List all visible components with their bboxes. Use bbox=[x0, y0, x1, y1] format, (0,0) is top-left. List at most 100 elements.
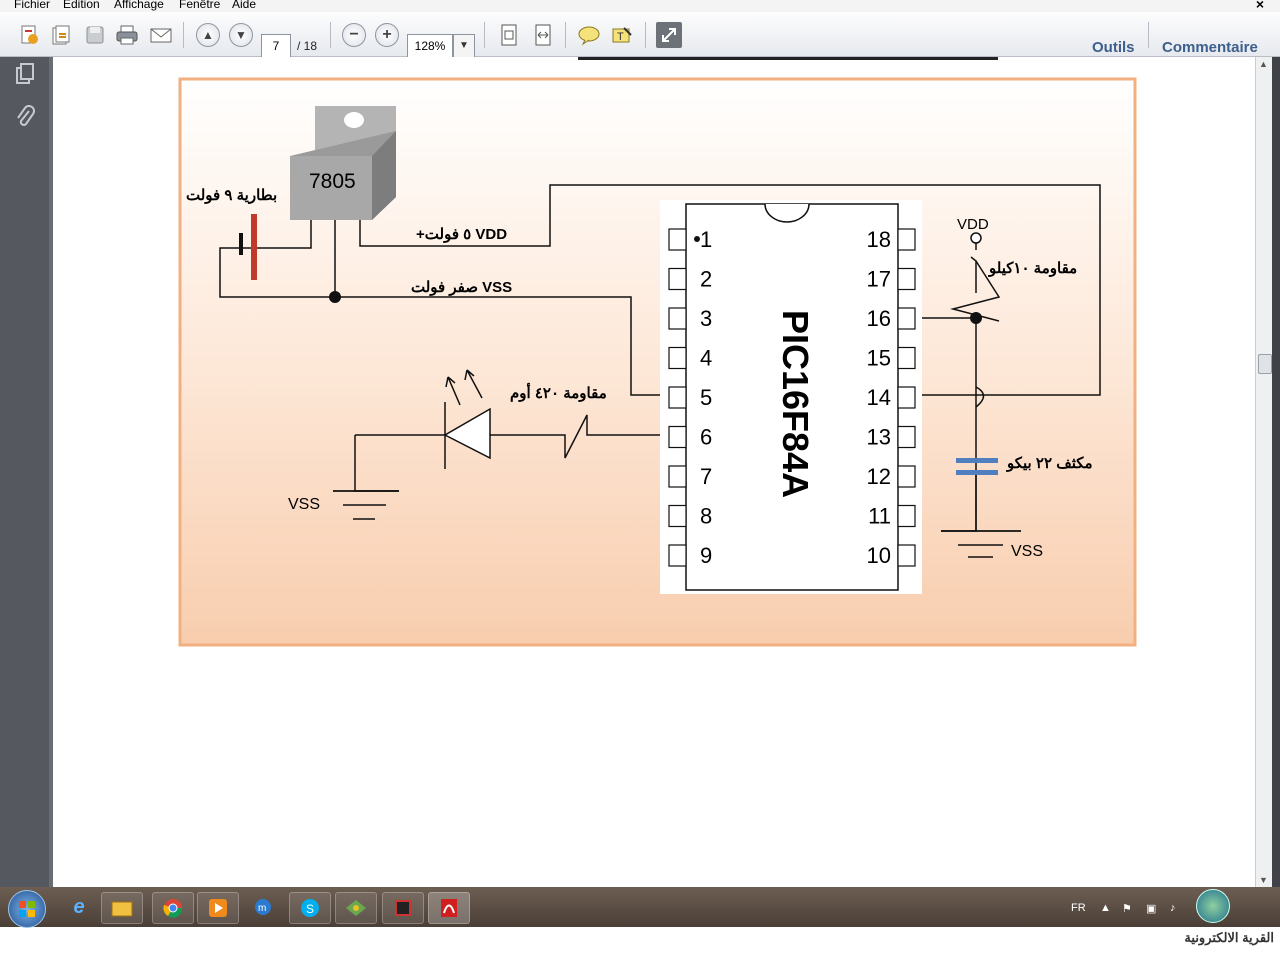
email-icon[interactable] bbox=[148, 22, 174, 48]
network-icon[interactable]: ▣ bbox=[1146, 903, 1157, 915]
skype-icon[interactable]: S bbox=[289, 892, 331, 924]
vdd-supply-label: +٥ فولت VDD bbox=[416, 226, 507, 243]
pic-chip: PIC16F84A bbox=[660, 200, 922, 594]
zoom-in-icon[interactable]: + bbox=[375, 23, 399, 47]
svg-text:T: T bbox=[617, 31, 624, 43]
pages-icon[interactable] bbox=[14, 63, 36, 85]
attachment-icon[interactable] bbox=[14, 105, 36, 127]
ie-icon[interactable]: e bbox=[73, 895, 85, 918]
chip-pin bbox=[668, 465, 687, 488]
toolbar-separator bbox=[183, 22, 184, 48]
vss-left-label: VSS bbox=[288, 496, 320, 513]
battery-label: بطارية ٩ فولت bbox=[186, 187, 277, 204]
save-icon[interactable] bbox=[82, 22, 108, 48]
acrobat-icon[interactable] bbox=[428, 892, 470, 924]
taskbar: e m S FR ▲ ⚑ ▣ ♪ bbox=[0, 887, 1280, 928]
resistor-10k-label: مقاومة ١٠كيلو bbox=[988, 260, 1077, 277]
chip-pin-number: 13 bbox=[867, 425, 891, 450]
chrome-icon[interactable] bbox=[152, 892, 194, 924]
page-total: / 18 bbox=[297, 39, 318, 53]
led bbox=[355, 369, 491, 469]
print-icon[interactable] bbox=[114, 22, 140, 48]
svg-text:m: m bbox=[258, 903, 266, 914]
chip-pin bbox=[668, 267, 687, 291]
chip-pin bbox=[897, 504, 916, 528]
scrollbar-thumb[interactable] bbox=[1258, 354, 1272, 374]
create-pdf-icon[interactable] bbox=[16, 22, 42, 48]
toolbar-separator bbox=[330, 22, 331, 48]
chip-pin-number: 7 bbox=[700, 464, 712, 489]
chip-pin bbox=[668, 425, 687, 449]
language-indicator[interactable]: FR bbox=[1071, 902, 1086, 914]
chip-pin bbox=[668, 307, 687, 330]
chip-pin bbox=[668, 504, 687, 528]
document-viewport: 7805 bbox=[49, 57, 1259, 887]
app-chip-icon[interactable] bbox=[382, 892, 424, 924]
toolbar-separator bbox=[565, 22, 566, 48]
watermark-text: القرية الالكترونية bbox=[1184, 930, 1274, 945]
menu-affichage[interactable]: Affichage bbox=[114, 0, 164, 11]
app-icon[interactable] bbox=[335, 892, 377, 924]
zoom-input[interactable]: 128% bbox=[407, 34, 453, 58]
vertical-scrollbar[interactable]: ▲ ▼ bbox=[1255, 57, 1273, 887]
cropped-text-line bbox=[578, 57, 998, 60]
junction-dot bbox=[329, 291, 341, 303]
chip-pin bbox=[897, 228, 916, 251]
chip-pin-number: 6 bbox=[700, 425, 712, 450]
chip-pin-number: 8 bbox=[700, 504, 712, 529]
start-button[interactable] bbox=[8, 890, 46, 928]
explorer-icon[interactable] bbox=[101, 892, 143, 924]
chip-pin-number: 9 bbox=[700, 543, 712, 568]
menu-aide[interactable]: Aide bbox=[232, 0, 257, 11]
close-document-icon[interactable]: × bbox=[1255, 0, 1264, 12]
menu-fenetre[interactable]: Fenêtre bbox=[179, 0, 221, 11]
resistor-420-label: مقاومة ٤٢٠ أوم bbox=[510, 382, 607, 402]
chip-pin bbox=[897, 386, 916, 409]
fit-width-icon[interactable] bbox=[530, 22, 556, 48]
chip-pin-number: 12 bbox=[867, 464, 891, 489]
chip-pin-number: 16 bbox=[867, 306, 891, 331]
action-center-icon[interactable]: ⚑ bbox=[1122, 903, 1132, 915]
chip-pin bbox=[668, 544, 687, 567]
tools-link[interactable]: Outils bbox=[1092, 39, 1135, 56]
chip-pin bbox=[897, 346, 916, 370]
wire-crossover bbox=[975, 386, 985, 408]
zoom-out-icon[interactable]: − bbox=[342, 23, 366, 47]
fit-page-icon[interactable] bbox=[496, 22, 522, 48]
scroll-down-icon[interactable]: ▼ bbox=[1259, 875, 1268, 885]
comment-link[interactable]: Commentaire bbox=[1162, 39, 1258, 56]
toolbar-separator bbox=[1148, 22, 1149, 48]
schematic-figure: 7805 bbox=[178, 57, 1137, 647]
next-page-icon[interactable]: ▼ bbox=[229, 23, 253, 47]
ground-right bbox=[941, 530, 1021, 558]
capacitor-label: مكثف ٢٢ بيكو bbox=[1006, 455, 1093, 472]
vss-right-label: VSS bbox=[1011, 543, 1043, 560]
edit-icon[interactable] bbox=[48, 22, 74, 48]
fullscreen-icon[interactable] bbox=[656, 22, 682, 48]
volume-icon[interactable]: ♪ bbox=[1170, 902, 1176, 914]
media-player-icon[interactable] bbox=[197, 892, 239, 924]
chip-pin bbox=[668, 386, 687, 409]
toolbar: ▲ ▼ 7 / 18 − + 128% ▼ T Outils Commentai… bbox=[0, 12, 1280, 58]
menu-bar: Fichier Edition Affichage Fenêtre Aide × bbox=[0, 0, 1280, 12]
chip-pin-number: 15 bbox=[867, 346, 891, 371]
chip-pin bbox=[897, 307, 916, 330]
prev-page-icon[interactable]: ▲ bbox=[196, 23, 220, 47]
page-number-input[interactable]: 7 bbox=[261, 34, 291, 58]
menu-edition[interactable]: Edition bbox=[63, 0, 100, 11]
window-edge bbox=[1272, 57, 1280, 887]
menu-fichier[interactable]: Fichier bbox=[14, 0, 51, 11]
show-hidden-icons-icon[interactable]: ▲ bbox=[1100, 902, 1111, 914]
toolbar-separator bbox=[484, 22, 485, 48]
highlight-icon[interactable]: T bbox=[609, 22, 635, 48]
zoom-dropdown-icon[interactable]: ▼ bbox=[453, 34, 475, 58]
chip-pin-number: 3 bbox=[700, 306, 712, 331]
capacitor-plate bbox=[956, 458, 998, 463]
scroll-up-icon[interactable]: ▲ bbox=[1259, 59, 1268, 69]
globe-logo-icon bbox=[1196, 889, 1230, 923]
messenger-icon[interactable]: m bbox=[243, 892, 283, 922]
chip-pin bbox=[668, 346, 687, 370]
comment-icon[interactable] bbox=[576, 22, 602, 48]
chip-pin bbox=[897, 425, 916, 449]
